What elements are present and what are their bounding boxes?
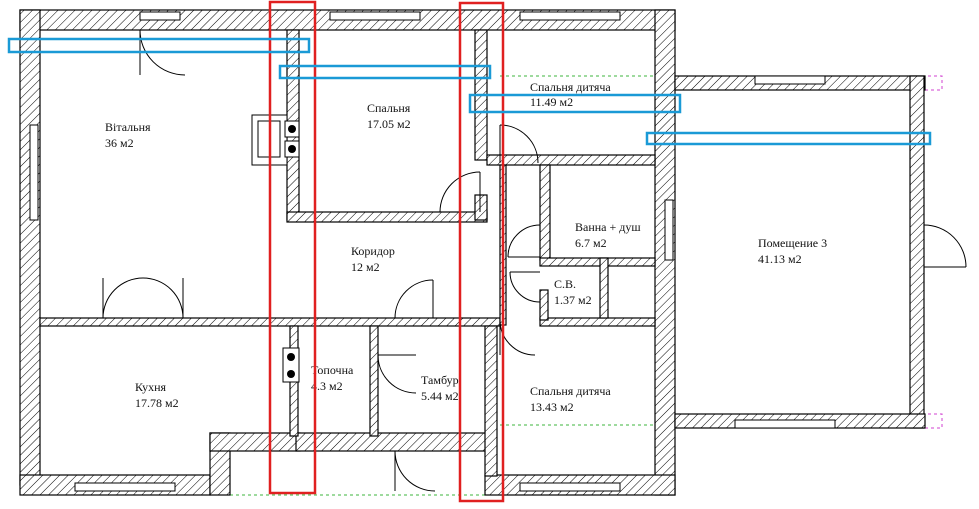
room-tambur-area: 5.44 м2 (421, 389, 459, 403)
room-topochna-area: 4.3 м2 (311, 379, 343, 393)
room-koridor-area: 12 м2 (351, 260, 380, 274)
annex-walls (674, 75, 926, 429)
room-vitalnia-name: Вітальня (105, 120, 151, 134)
room-vanna-name: Ванна + душ (575, 220, 641, 234)
room-spalnia-name: Спальня (367, 101, 411, 115)
room-spalnia-area: 17.05 м2 (367, 117, 411, 131)
window-kitchen-bottom (74, 482, 176, 492)
room-sv-name: С.В. (554, 277, 576, 291)
room-kukhnia-name: Кухня (135, 380, 167, 394)
room-pomeshchenie-3-area: 41.13 м2 (758, 252, 802, 266)
room-spalnia-dytiacha-1-name: Спальня дитяча (530, 80, 611, 94)
window-top-2 (329, 11, 421, 21)
red-highlight-left (268, 0, 317, 495)
blue-highlight-1 (7, 37, 311, 54)
annex-top-window (754, 75, 826, 85)
room-sv-area: 1.37 м2 (554, 293, 592, 307)
stove-topochna-icon (282, 347, 300, 383)
windows (29, 11, 674, 492)
room-labels: Вітальня 36 м2 Спальня 17.05 м2 Спальня … (105, 80, 827, 414)
room-tambur-name: Тамбур (421, 373, 459, 387)
room-vitalnia-area: 36 м2 (105, 136, 134, 150)
annex-bottom-window (734, 419, 836, 429)
room-spalnia-dytiacha-2-name: Спальня дитяча (530, 384, 611, 398)
window-living-left (29, 124, 39, 221)
highlight-overlays (7, 0, 932, 503)
red-highlight-right (458, 1, 505, 503)
room-pomeshchenie-3-name: Помещение 3 (758, 236, 827, 250)
blue-highlight-3 (468, 93, 682, 114)
room-koridor-name: Коридор (351, 244, 395, 258)
window-right (664, 199, 674, 261)
room-spalnia-dytiacha-1-area: 11.49 м2 (530, 95, 573, 109)
blue-highlight-2 (278, 64, 492, 80)
room-topochna-name: Топочна (311, 363, 354, 377)
window-child2-bottom (519, 482, 621, 492)
room-kukhnia-area: 17.78 м2 (135, 396, 179, 410)
window-top-1 (139, 11, 181, 21)
room-vanna-area: 6.7 м2 (575, 236, 607, 250)
window-top-3 (519, 11, 621, 21)
exterior-walls (19, 9, 676, 496)
room-spalnia-dytiacha-2-area: 13.43 м2 (530, 400, 574, 414)
blue-highlight-4 (645, 131, 932, 146)
